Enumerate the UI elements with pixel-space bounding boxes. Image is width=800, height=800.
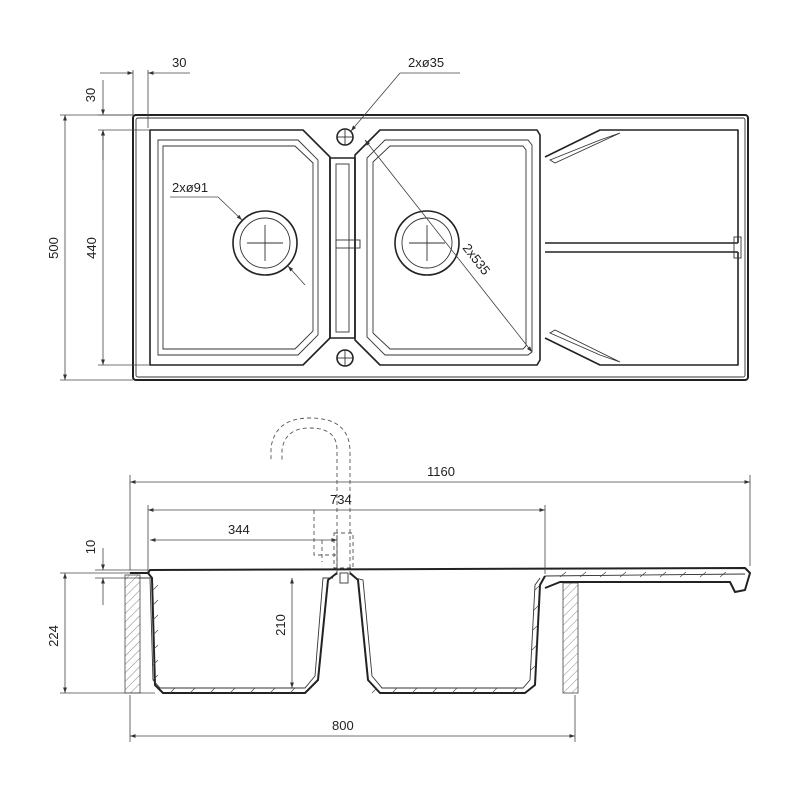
tap-hole-top xyxy=(336,128,354,146)
dimension-500: 500 xyxy=(46,114,133,381)
dim-label-30h: 30 xyxy=(172,55,186,70)
dimension-waste-outlets: 2xø91 xyxy=(170,180,306,286)
dim-label-tap-holes: 2xø35 xyxy=(408,55,444,70)
dim-label-734: 734 xyxy=(330,492,352,507)
dim-label-30v: 30 xyxy=(83,88,98,102)
tap-outline xyxy=(270,417,354,575)
dim-label-800: 800 xyxy=(332,718,354,733)
dim-label-10: 10 xyxy=(83,540,98,554)
dimension-344: 344 xyxy=(150,522,338,572)
dim-label-diagonal: 2x535 xyxy=(460,241,494,278)
tap-hole-bottom xyxy=(336,349,354,367)
dim-label-500: 500 xyxy=(46,237,61,259)
waste-outlet-left xyxy=(232,210,298,276)
sink-section xyxy=(130,567,751,694)
dimension-diagonal: 2x535 xyxy=(364,139,533,353)
sink-outline xyxy=(132,114,749,381)
dim-label-1160: 1160 xyxy=(427,464,455,479)
countertop-right xyxy=(562,582,579,694)
dimension-210: 210 xyxy=(273,578,294,688)
dim-label-waste: 2xø91 xyxy=(172,180,208,195)
dim-label-210: 210 xyxy=(273,614,288,636)
countertop-left xyxy=(124,574,141,694)
dim-label-344: 344 xyxy=(228,522,250,537)
dimension-734: 734 xyxy=(147,492,546,574)
dimension-30-horizontal: 30 xyxy=(100,55,190,128)
dim-label-440: 440 xyxy=(84,237,99,259)
dimension-30-vertical: 30 xyxy=(83,80,150,160)
side-view: 1160 734 344 10 224 210 xyxy=(46,417,751,742)
waste-outlet-right xyxy=(394,210,460,276)
dimension-800: 800 xyxy=(129,695,576,742)
sink-rim-inner xyxy=(135,117,746,378)
dimension-224: 224 xyxy=(46,572,155,694)
dimension-tap-holes: 2xø35 xyxy=(350,55,460,132)
top-view: 30 30 500 440 2xø35 xyxy=(46,55,749,381)
dimension-10: 10 xyxy=(83,540,148,605)
dimension-440: 440 xyxy=(84,130,150,366)
overflow-channel xyxy=(329,157,361,339)
dimension-1160: 1160 xyxy=(129,464,751,570)
drainer xyxy=(544,129,742,366)
dim-label-224: 224 xyxy=(46,625,61,647)
